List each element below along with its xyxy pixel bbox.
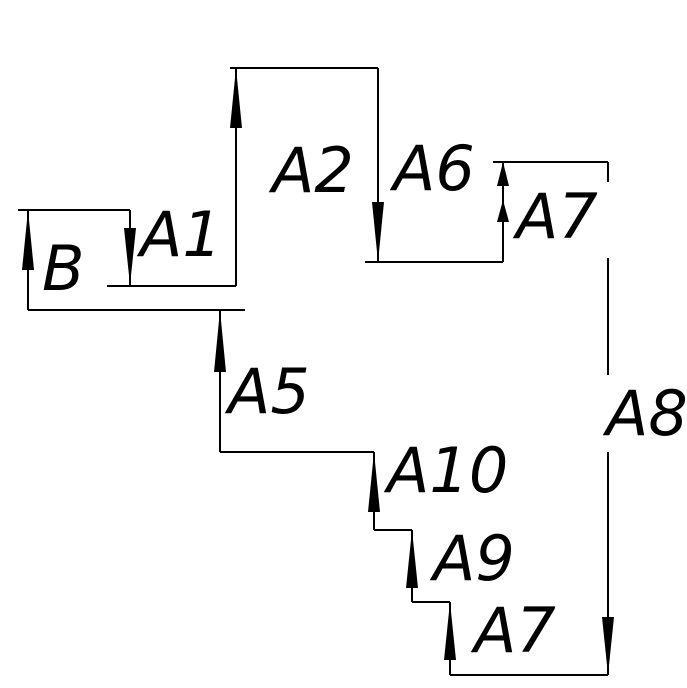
label-a7-top: A7 <box>512 180 598 253</box>
dimension-a7-top: A7 <box>493 161 609 253</box>
dimension-a6: A6 <box>365 132 509 263</box>
arrow-up-b <box>22 210 34 270</box>
arrow-up-a1 <box>230 68 242 128</box>
label-a2: A2 <box>268 134 354 207</box>
label-a9: A9 <box>429 522 515 595</box>
dimension-a5: A5 <box>214 310 374 453</box>
label-a1: A1 <box>136 198 222 271</box>
arrow-down-a8 <box>602 617 614 675</box>
label-a7-bottom: A7 <box>470 594 556 667</box>
dimension-b: B <box>18 209 245 311</box>
arrow-down-a2 <box>372 202 384 262</box>
dimension-a10: A10 <box>368 434 508 531</box>
arrow-up-a5 <box>214 310 226 372</box>
label-a5: A5 <box>224 355 310 428</box>
arrow-up-a10 <box>368 452 380 512</box>
label-b: B <box>42 232 85 305</box>
dimension-a9: A9 <box>406 522 515 603</box>
dimension-a1: A1 <box>107 68 242 287</box>
arrow-up-a6-upper <box>497 162 509 186</box>
arrow-down-b <box>124 228 136 285</box>
dimension-a2: A2 <box>230 67 384 262</box>
label-a6: A6 <box>389 132 475 205</box>
arrow-up-a6-lower <box>497 200 509 222</box>
arrow-up-a9 <box>406 530 418 588</box>
label-a8: A8 <box>602 377 687 450</box>
dimension-a7-bottom: A7 <box>444 594 608 676</box>
arrow-up-a7-bottom <box>444 602 456 660</box>
label-a10: A10 <box>383 434 508 507</box>
dimension-a8: A8 <box>602 258 687 675</box>
